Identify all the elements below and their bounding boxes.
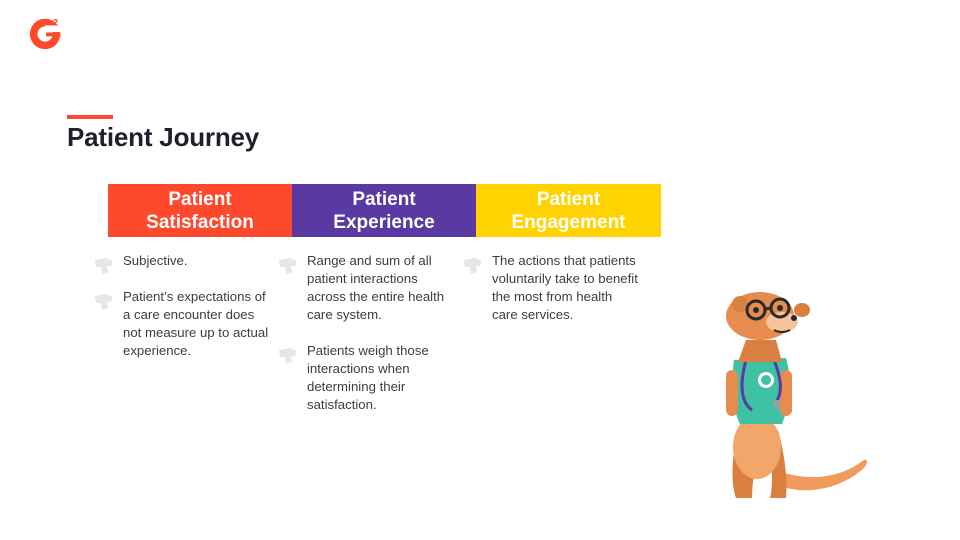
- satisfaction-column: Subjective. Patient’s expectations of a …: [92, 252, 272, 378]
- puzzle-piece-icon: [95, 258, 113, 274]
- journey-header-row: Patient Satisfaction Patient Experience …: [108, 184, 661, 237]
- meerkat-doctor-mascot: [726, 292, 867, 498]
- puzzle-piece-icon: [279, 258, 297, 274]
- puzzle-piece-icon: [279, 348, 297, 364]
- bullet-text: Range and sum of all patient interaction…: [307, 253, 445, 322]
- header-patient-engagement: Patient Engagement: [476, 184, 661, 237]
- bullet-text: Patient’s expectations of a care encount…: [123, 289, 269, 358]
- puzzle-piece-icon: [95, 294, 113, 310]
- bullet-text: The actions that patients voluntarily ta…: [492, 253, 638, 322]
- list-item: Subjective.: [92, 252, 272, 274]
- svg-text:2: 2: [53, 17, 58, 28]
- list-item: Range and sum of all patient interaction…: [276, 252, 456, 324]
- puzzle-piece-icon: [464, 258, 482, 274]
- title-accent-bar: [67, 115, 113, 119]
- g2-logo: 2: [29, 17, 63, 50]
- header-patient-satisfaction: Patient Satisfaction: [108, 184, 292, 237]
- bullet-text: Subjective.: [123, 253, 188, 268]
- list-item: The actions that patients voluntarily ta…: [461, 252, 641, 324]
- engagement-column: The actions that patients voluntarily ta…: [461, 252, 641, 342]
- list-item: Patients weigh those interactions when d…: [276, 342, 456, 414]
- page-title: Patient Journey: [67, 122, 260, 152]
- header-patient-experience: Patient Experience: [292, 184, 476, 237]
- bullet-text: Patients weigh those interactions when d…: [307, 343, 429, 412]
- list-item: Patient’s expectations of a care encount…: [92, 288, 272, 360]
- experience-column: Range and sum of all patient interaction…: [276, 252, 456, 432]
